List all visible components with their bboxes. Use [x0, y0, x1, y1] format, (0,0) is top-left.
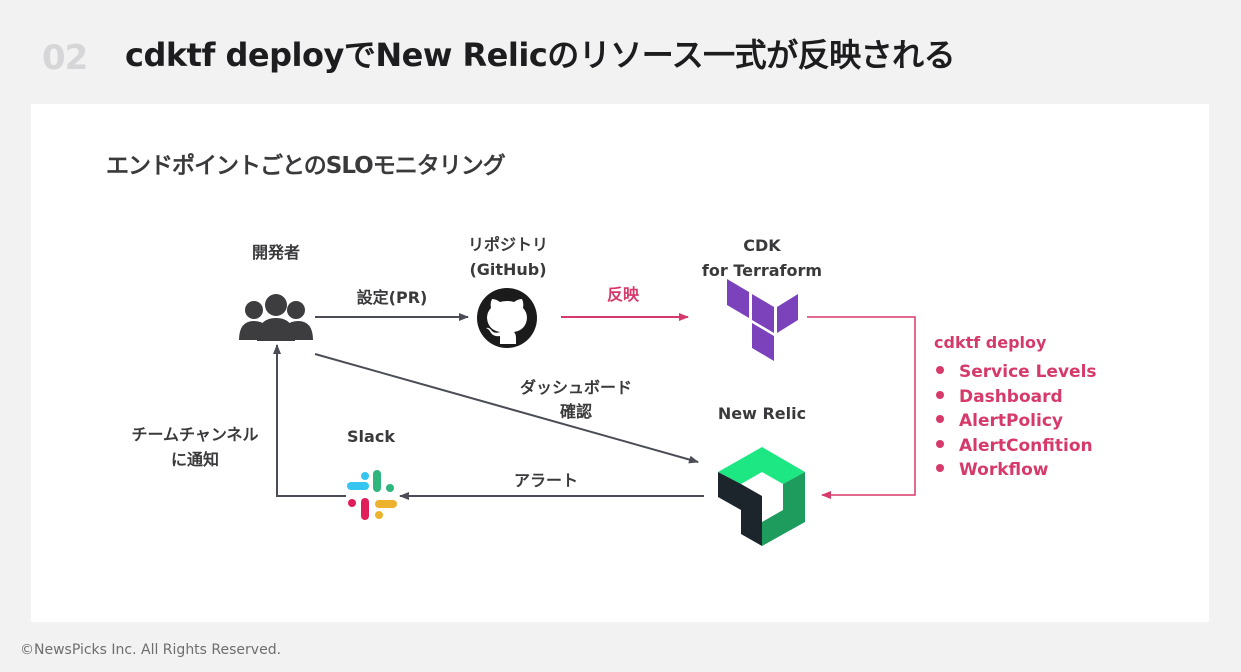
- slide-number: 02: [42, 38, 88, 78]
- deploy-item: Dashboard: [936, 385, 1097, 410]
- deploy-item: Workflow: [936, 458, 1097, 483]
- repository-label-line2: (GitHub): [469, 260, 547, 279]
- terraform-icon: [727, 279, 798, 361]
- arrow-cdktf-deploy: [807, 316, 916, 499]
- deploy-item: AlertPolicy: [936, 409, 1097, 434]
- slack-icon: [347, 470, 397, 520]
- bullet-icon: [936, 464, 944, 472]
- newrelic-icon: [718, 447, 805, 546]
- edge-label-dashboard-line2: 確認: [559, 402, 592, 421]
- bullet-icon: [936, 390, 944, 399]
- edge-label-alert: アラート: [513, 471, 578, 490]
- arrow-dev-to-newrelic: [314, 353, 699, 464]
- section-title: エンドポイントごとのSLOモニタリング: [106, 153, 506, 179]
- deploy-title: cdktf deploy: [934, 333, 1047, 352]
- edge-label-dashboard-line1: ダッシュボード: [519, 378, 632, 397]
- cdktf-label-line2: for Terraform: [701, 261, 823, 280]
- copyright-footer: ©NewsPicks Inc. All Rights Reserved.: [20, 642, 282, 658]
- newrelic-label: New Relic: [717, 404, 807, 423]
- bullet-icon: [936, 366, 944, 374]
- edge-label-notify-line1: チームチャンネル: [131, 425, 259, 444]
- cdktf-label-line1: CDK: [743, 236, 781, 255]
- content-panel: [31, 104, 1209, 622]
- bullet-icon: [936, 439, 944, 448]
- people-group-icon: [239, 294, 313, 341]
- edge-label-notify-line2: に通知: [170, 450, 219, 469]
- slack-label: Slack: [347, 427, 395, 446]
- developer-label: 開発者: [251, 243, 300, 262]
- deploy-item: AlertConfition: [936, 434, 1097, 459]
- deploy-item: Service Levels: [936, 360, 1097, 385]
- repository-label-line1: リポジトリ: [467, 235, 548, 254]
- slide-title: cdktf deployでNew Relicのリソース一式が反映される: [125, 36, 956, 74]
- edge-label-reflect: 反映: [606, 285, 639, 304]
- deploy-resource-list: Service Levels Dashboard AlertPolicy Ale…: [936, 360, 1097, 483]
- github-icon: [477, 288, 537, 348]
- bullet-icon: [936, 415, 944, 423]
- edge-label-setting-pr: 設定(PR): [356, 288, 428, 307]
- arrow-slack-to-dev: [273, 344, 346, 497]
